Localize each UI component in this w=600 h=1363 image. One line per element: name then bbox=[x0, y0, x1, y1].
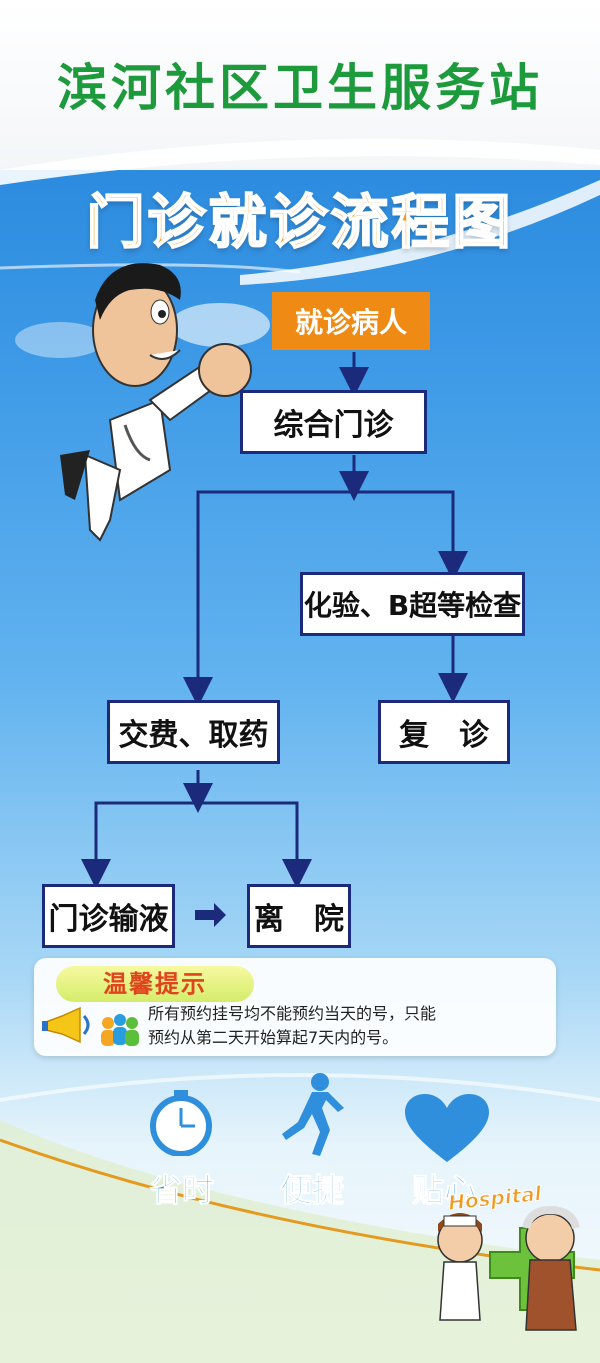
tip-text: 所有预约挂号均不能预约当天的号，只能 预约从第二天开始算起7天内的号。 bbox=[148, 1002, 548, 1050]
tip-line-1: 所有预约挂号均不能预约当天的号，只能 bbox=[148, 1004, 437, 1023]
node-revisit: 复 诊 bbox=[378, 700, 510, 764]
doctor-cartoon-icon bbox=[15, 263, 270, 542]
feature-label-convenient: 便捷 bbox=[279, 1171, 344, 1210]
chart-title: 门诊就诊流程图 bbox=[85, 187, 514, 257]
tip-badge: 温馨提示 bbox=[56, 966, 254, 1002]
node-discharge: 离 院 bbox=[247, 884, 351, 948]
site-title: 滨河社区卫生服务站 bbox=[57, 59, 543, 117]
tip-panel: 温馨提示 所有预约挂号均不能预约当天的号，只能 预约从第二天开始算起7天内的号。 bbox=[34, 958, 556, 1056]
megaphone-icon bbox=[42, 1006, 90, 1044]
hospital-cartoon-icon bbox=[437, 1205, 580, 1331]
heart-icon bbox=[405, 1094, 489, 1162]
node-infusion: 门诊输液 bbox=[42, 884, 175, 948]
flow-connectors bbox=[81, 352, 468, 927]
node-exam: 化验、B超等检查 bbox=[300, 572, 525, 636]
node-payment: 交费、取药 bbox=[107, 700, 280, 764]
tip-line-2: 预约从第二天开始算起7天内的号。 bbox=[148, 1028, 399, 1047]
feature-label-time: 省时 bbox=[149, 1171, 214, 1210]
feature-label-caring: 贴心 bbox=[411, 1171, 476, 1210]
node-patient: 就诊病人 bbox=[272, 292, 430, 350]
people-icon bbox=[101, 1014, 139, 1046]
runner-icon bbox=[282, 1073, 344, 1156]
node-outpatient: 综合门诊 bbox=[240, 390, 427, 454]
stopwatch-icon bbox=[150, 1090, 212, 1156]
swoosh-decoration bbox=[0, 138, 600, 285]
